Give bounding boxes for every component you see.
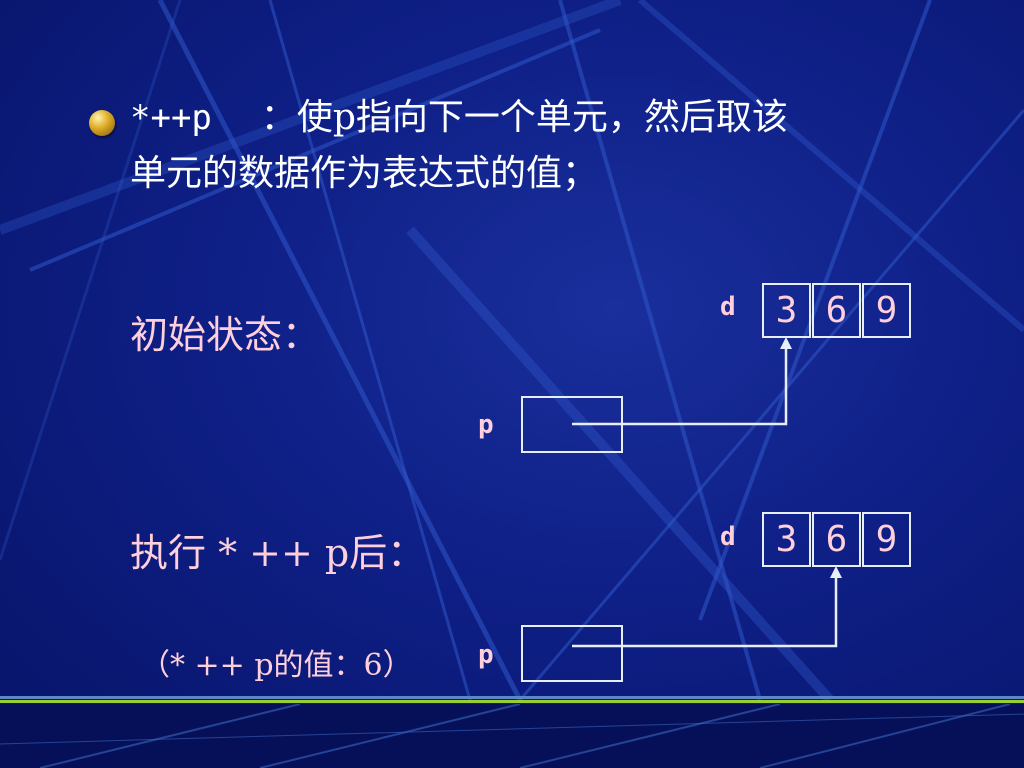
bottom-band-decoration xyxy=(0,704,1024,768)
code-expression: *++p xyxy=(130,98,212,138)
value-note: （* ++ p的值：6） xyxy=(140,648,413,683)
pointer-box-after xyxy=(521,625,623,682)
array-name-after: d xyxy=(720,522,736,552)
bottom-stripe-top xyxy=(0,696,1024,699)
after-state-label: 执行 * ++ p后： xyxy=(130,531,426,575)
colon: ： xyxy=(260,97,297,138)
bottom-stripe-green xyxy=(0,700,1024,703)
pointer-arrow-initial xyxy=(572,346,788,426)
bullet-line-2: 单元的数据作为表达式的值； xyxy=(130,153,599,194)
array-cell-after: 6 xyxy=(812,512,861,567)
array-cell-initial: 3 xyxy=(762,283,811,338)
pointer-name-after: p xyxy=(478,640,494,670)
array-cell-after: 9 xyxy=(862,512,911,567)
pointer-name-initial: p xyxy=(478,410,494,440)
array-cell-initial: 9 xyxy=(862,283,911,338)
bullet-icon xyxy=(89,110,115,136)
arrow-head-initial xyxy=(780,337,792,349)
bullet-description-line1: 使p指向下一个单元，然后取该 xyxy=(296,97,788,138)
array-cell-initial: 6 xyxy=(812,283,861,338)
initial-state-label: 初始状态： xyxy=(130,313,321,357)
array-name-initial: d xyxy=(720,292,736,322)
arrow-head-after xyxy=(830,566,842,578)
pointer-arrow-after xyxy=(572,575,838,648)
bullet-line-1: *++p ：使p指向下一个单元，然后取该 xyxy=(130,96,788,140)
array-cell-after: 3 xyxy=(762,512,811,567)
